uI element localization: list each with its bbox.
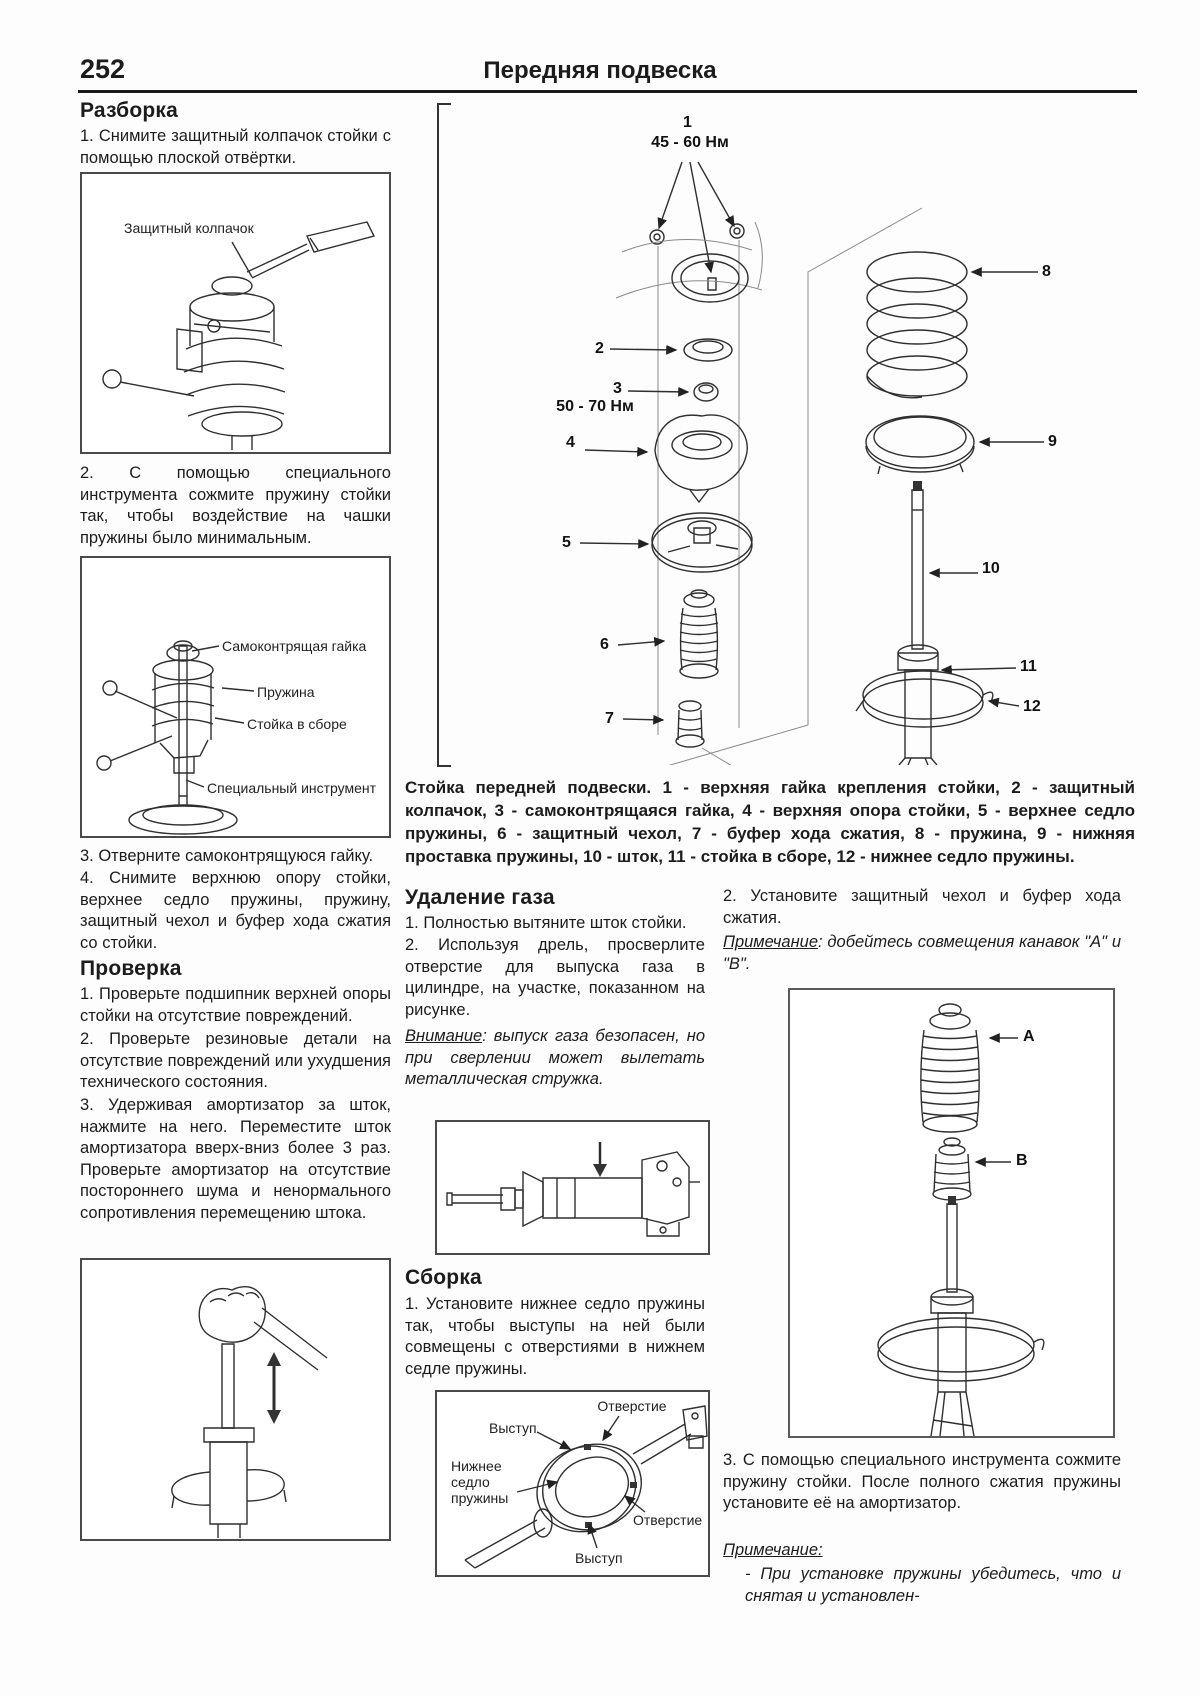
- note1-text: : добейтесь совмещения канавок "А" и "В"…: [723, 933, 1121, 973]
- figure-boot-buffer: А В: [788, 988, 1115, 1438]
- callout-12: 12: [1023, 698, 1041, 715]
- torque-top-label: 45 - 60 Нм: [651, 134, 729, 151]
- figure-bracket-line: [437, 103, 439, 767]
- note2-item: - При установке пружины убедитесь, что и…: [745, 1565, 1121, 1605]
- callout-9: 9: [1048, 433, 1057, 450]
- figure-label-special-tool: Специальный инструмент: [207, 780, 377, 796]
- page-number: 252: [80, 54, 126, 84]
- gas-warning: Внимание: выпуск газа безопасен, но при …: [405, 1026, 705, 1091]
- label-tab-bottom: Выступ: [575, 1550, 623, 1566]
- callout-8: 8: [1042, 263, 1051, 280]
- compressor-drawing: [82, 558, 389, 836]
- callout-11: 11: [1020, 658, 1037, 675]
- gas-drill-drawing: [437, 1122, 708, 1253]
- gas-warning-label: Внимание: [405, 1027, 483, 1045]
- torque-nut-label: 50 - 70 Нм: [556, 398, 634, 415]
- callout-5: 5: [562, 534, 571, 551]
- right-note1: Примечание: добейтесь совмещения канавок…: [723, 932, 1121, 975]
- label-groove-a: А: [1023, 1028, 1035, 1045]
- right-step2: 2. Установите защитный чехол и буфер ход…: [723, 887, 1121, 927]
- right-step3: 3. С помощью специального инструмента со…: [723, 1451, 1121, 1512]
- figure-label-protective-cap: Защитный колпачок: [124, 220, 254, 236]
- label-seat: Нижнее седло пружины: [451, 1458, 509, 1506]
- section-heading-inspection: Проверка: [80, 957, 182, 980]
- figure-bracket-tick-top: [437, 103, 451, 105]
- label-groove-b: В: [1016, 1152, 1028, 1169]
- callout-7: 7: [605, 710, 614, 727]
- callout-4: 4: [566, 434, 575, 451]
- section-heading-assembly: Сборка: [405, 1266, 482, 1289]
- inspection-step2: 2. Проверьте резиновые детали на отсутст…: [80, 1030, 391, 1091]
- gas-step1: 1. Полностью вытяните шток стойки.: [405, 914, 687, 932]
- note2-label: Примечание:: [723, 1541, 823, 1559]
- strut-cap-drawing: [82, 174, 389, 452]
- figure-spring-compressor: Самоконтрящая гайка Пружина Стойка в сбо…: [80, 556, 391, 838]
- label-tab-top: Выступ: [489, 1420, 537, 1436]
- label-hole-right: Отверстие: [633, 1512, 703, 1528]
- section-heading-gas-removal: Удаление газа: [405, 886, 555, 909]
- callout-1: 1: [683, 114, 692, 131]
- exploded-strut-drawing: [450, 100, 1135, 765]
- page-title: Передняя подвеска: [483, 57, 717, 84]
- disassembly-step2: 2. С помощью специального инструмента со…: [80, 464, 391, 547]
- disassembly-step3: 3. Отверните самоконтрящуюся гайку.: [80, 847, 374, 865]
- inspection-step3: 3. Удерживая амортизатор за шток, нажмит…: [80, 1096, 391, 1222]
- boot-buffer-drawing: [790, 990, 1113, 1436]
- inspection-step1: 1. Проверьте подшипник верхней опоры сто…: [80, 985, 391, 1025]
- assembly-step1: 1. Установите нижнее седло пружины так, …: [405, 1295, 705, 1378]
- figure-bracket-tick-bottom: [437, 765, 451, 767]
- section-heading-disassembly: Разборка: [80, 99, 178, 122]
- figure-rod-check: [80, 1258, 391, 1541]
- gas-step2: 2. Используя дрель, просверлите отверсти…: [405, 936, 705, 1019]
- rod-check-drawing: [82, 1260, 389, 1539]
- figure-protective-cap: Защитный колпачок: [80, 172, 391, 454]
- figure-label-spring: Пружина: [257, 684, 315, 700]
- callout-6: 6: [600, 636, 609, 653]
- exploded-caption: Стойка передней подвески. 1 - верхняя га…: [405, 778, 1135, 866]
- header-rule: [78, 90, 1137, 93]
- figure-label-locknut: Самоконтрящая гайка: [222, 638, 367, 654]
- label-hole-top: Отверстие: [597, 1398, 667, 1414]
- figure-label-strut-assembly: Стойка в сборе: [247, 716, 347, 732]
- lower-seat-drawing: [437, 1392, 708, 1575]
- figure-lower-seat: Отверстие Выступ Нижнее седло пружины От…: [435, 1390, 710, 1577]
- callout-10: 10: [982, 560, 1000, 577]
- callout-2: 2: [595, 340, 604, 357]
- gas-warning-text: : выпуск газа безопасен, но при сверлени…: [405, 1027, 705, 1088]
- figure-gas-drill: [435, 1120, 710, 1255]
- disassembly-step4: 4. Снимите верхнюю опору стойки, верхнее…: [80, 869, 391, 952]
- disassembly-step1: 1. Снимите защитный колпачок стойки с по…: [80, 127, 391, 167]
- callout-3: 3: [613, 380, 622, 397]
- note1-label: Примечание: [723, 933, 819, 951]
